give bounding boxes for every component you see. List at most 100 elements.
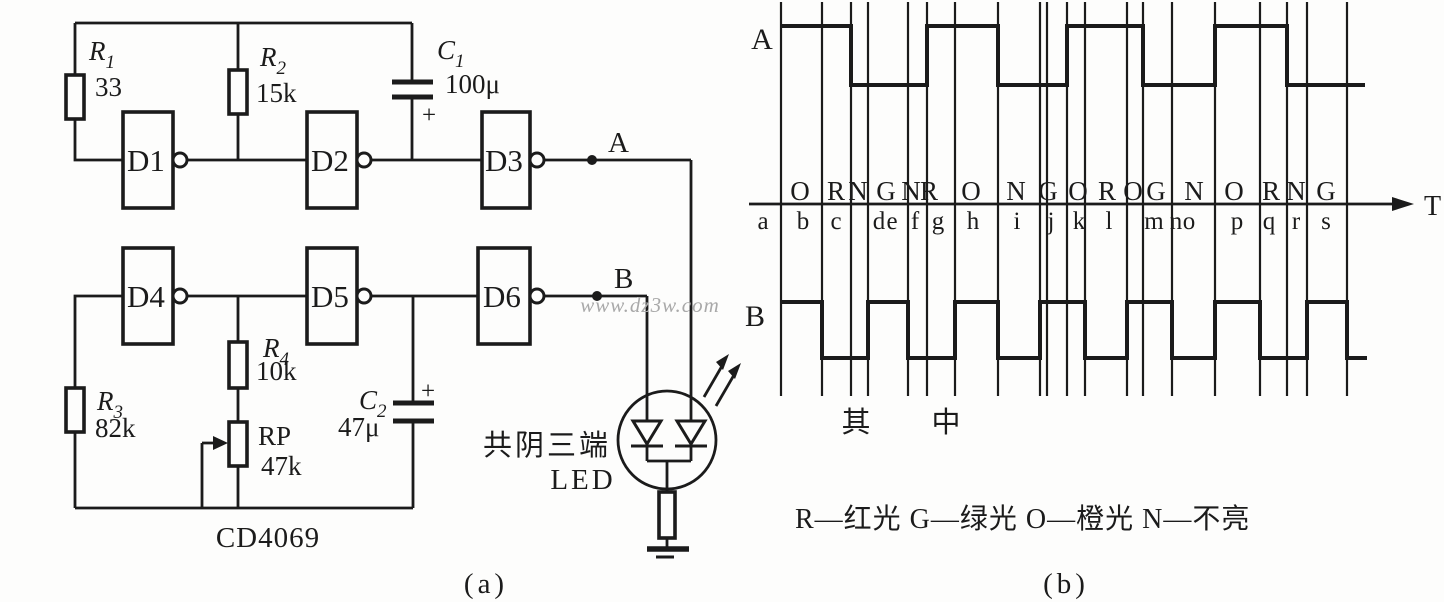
r1-ref-label: R1 (88, 36, 115, 73)
led-label-line2: LED (550, 464, 615, 496)
gate-d5-inversion-bubble (355, 287, 373, 305)
color-code-letter: R (827, 176, 845, 206)
color-code-letter: R (1098, 176, 1116, 206)
c1-polarity-sign: + (422, 102, 436, 129)
interval-letter: l (1106, 208, 1113, 235)
rp-wiper-arrowhead (213, 436, 228, 450)
interval-letter: e (886, 208, 897, 235)
c2-value-label: 47μ (338, 412, 379, 442)
resistor-r3-body (64, 386, 86, 434)
interval-letter: d (873, 208, 886, 235)
r3-branch-wire (73, 294, 123, 508)
node-a-junction-dot (587, 155, 597, 165)
interval-letter: o (1183, 208, 1196, 235)
color-code-letter: G (1146, 176, 1166, 206)
color-code-letter: R (1262, 176, 1280, 206)
color-code-letter: N (901, 176, 921, 206)
gate-d4-label: D4 (127, 279, 165, 314)
interval-letter: s (1321, 208, 1331, 235)
gate-d5-box (305, 246, 359, 346)
gate-d5-label: D5 (311, 279, 349, 314)
interval-letter: q (1263, 208, 1276, 235)
color-code-letter: R (920, 176, 938, 206)
capacitor-c2-plates (393, 400, 434, 424)
c2-ref-label: C2 (359, 385, 387, 422)
resistor-r2-body (227, 68, 249, 116)
gate-d6-label: D6 (483, 279, 521, 314)
gate-d3-box (480, 110, 532, 210)
color-code-letter: O (790, 176, 810, 206)
c1-ref-label: C1 (437, 35, 465, 72)
r2-value-label: 15k (256, 78, 297, 108)
r2-ref-label: R2 (259, 42, 287, 79)
node-a-label: A (608, 127, 629, 159)
color-code-letter: N (1184, 176, 1204, 206)
color-code-letter: G (1038, 176, 1058, 206)
interval-letter: f (911, 208, 920, 235)
r3-value-label: 82k (95, 413, 136, 443)
waveform-b-trace (781, 300, 1367, 360)
color-code-letter: N (1006, 176, 1026, 206)
figure-a-circuit: R1 33 R2 15k C1 100μ + R3 82k R4 10k RP … (64, 21, 741, 600)
led-light-arrow-1-shaft (702, 365, 724, 398)
color-code-letter: O (961, 176, 981, 206)
gate-d2-box (305, 110, 359, 210)
time-axis-label: T (1424, 191, 1441, 222)
annotation-text: 其 (841, 407, 870, 439)
interval-letter: c (830, 208, 841, 235)
gate-d1-label: D1 (127, 143, 165, 178)
gate-d1-inversion-bubble (171, 151, 189, 169)
led-cathode-join-wires (645, 446, 693, 549)
gate-d2-label: D2 (311, 143, 349, 178)
rp-wiper-wire (200, 441, 214, 508)
r3-ref-label: R3 (96, 386, 123, 423)
resistor-r4-body (227, 340, 249, 390)
node-b-junction-dot (592, 291, 602, 301)
led-light-arrow-2-shaft (714, 374, 736, 407)
node-b-label: B (614, 263, 633, 295)
chip-label: CD4069 (216, 522, 320, 554)
rp-value-label: 47k (261, 451, 302, 481)
potentiometer-rp-body (227, 420, 249, 468)
color-code-letter: N (848, 176, 868, 206)
led-series-resistor-body (657, 490, 677, 540)
interval-letter: k (1073, 208, 1086, 235)
waveform-a-row-label: A (751, 23, 773, 56)
led-right-diode-triangle (674, 419, 708, 447)
color-code-letter: O (1123, 176, 1143, 206)
interval-letter: m (1144, 208, 1164, 235)
interval-letter: a (757, 208, 768, 235)
waveform-a-trace (781, 24, 1365, 87)
interval-letter: i (1014, 208, 1021, 235)
interval-letter: j (1047, 208, 1055, 235)
r4-ref-label: R4 (262, 333, 290, 370)
interval-letter: r (1292, 208, 1301, 235)
resistor-r1-body (64, 73, 86, 121)
color-code-letter: N (1286, 176, 1306, 206)
color-code-letter: G (876, 176, 896, 206)
time-axis-arrowhead (1392, 197, 1414, 211)
r4-value-label: 10k (256, 356, 297, 386)
r1-value-label: 33 (95, 72, 122, 102)
row1-signal-wires (187, 158, 693, 421)
gate-d2-inversion-bubble (355, 151, 373, 169)
c1-value-label: 100μ (445, 69, 500, 99)
interval-letter: n (1170, 208, 1183, 235)
color-code-letter: O (1224, 176, 1244, 206)
r1-branch-wire (73, 23, 123, 162)
color-legend-text: R—红光 G—绿光 O—橙光 N—不亮 (795, 503, 1250, 535)
annotation-row: 其中 (841, 406, 960, 439)
led-label-line1: 共阴三端 (483, 429, 611, 462)
led-light-arrow-2-head (728, 363, 741, 379)
rp-ref-label: RP (258, 421, 291, 451)
gate-d3-label: D3 (485, 143, 523, 178)
capacitor-c1-plates (392, 79, 433, 100)
figure-a-caption: (a) (464, 568, 508, 600)
gate-d3-inversion-bubble (528, 151, 546, 169)
interval-letter: h (967, 208, 980, 235)
led-light-arrow-1-head (716, 354, 729, 370)
interval-letter: p (1231, 208, 1244, 235)
